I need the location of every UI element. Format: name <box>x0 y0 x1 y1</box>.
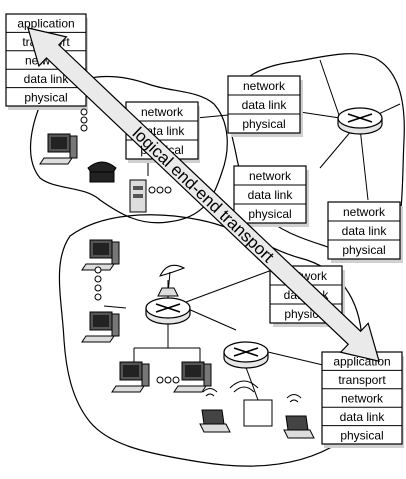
router-stack-middle: network data link physical <box>233 165 309 227</box>
desktop-computer-icon <box>39 133 78 165</box>
desktop-computer-icon <box>81 311 120 343</box>
laptop-icon <box>283 394 315 439</box>
router-icon <box>223 341 269 369</box>
layer-data-link: data link <box>342 224 388 238</box>
laptop-icon <box>199 388 231 433</box>
router-icon <box>145 297 191 325</box>
satellite-dish-icon <box>157 264 186 297</box>
layer-application: application <box>17 17 74 31</box>
layer-network: network <box>249 169 292 183</box>
desktop-computer-icon <box>111 361 150 393</box>
ellipsis-dots <box>80 108 180 384</box>
desktop-computer-icon <box>81 239 120 271</box>
layer-data-link: data link <box>248 188 294 202</box>
router-stack-upper-right: network data link physical <box>227 75 303 137</box>
layer-physical: physical <box>24 91 67 105</box>
server-icon <box>129 179 147 213</box>
layer-transport: transport <box>338 373 386 387</box>
layer-data-link: data link <box>340 410 386 424</box>
layer-physical: physical <box>248 207 291 221</box>
layer-network: network <box>341 392 384 406</box>
wireless-base-station-icon <box>229 380 273 427</box>
network-cloud-upper-left <box>29 75 228 224</box>
layer-data-link: data link <box>24 72 70 86</box>
dest-host-stack: application transport network data link … <box>321 351 404 448</box>
layer-network: network <box>343 205 386 219</box>
logical-transport-arrow: logical end-end transport <box>27 27 380 362</box>
desktop-computer-icon <box>173 361 212 393</box>
layer-network: network <box>243 79 286 93</box>
layer-physical: physical <box>340 429 383 443</box>
router-stack-right: network data link physical <box>327 201 403 263</box>
layer-physical: physical <box>242 117 285 131</box>
layer-data-link: data link <box>242 98 288 112</box>
layer-network: network <box>141 105 184 119</box>
layer-physical: physical <box>342 243 385 257</box>
telephone-icon <box>87 161 117 183</box>
router-icon <box>337 107 383 135</box>
